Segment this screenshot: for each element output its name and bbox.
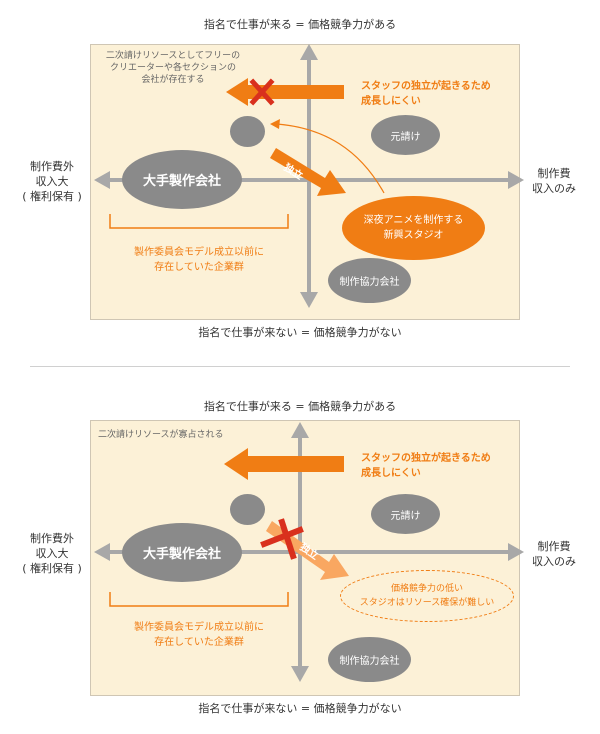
bottom-orange-arrow bbox=[224, 448, 344, 480]
bottom-small-circle bbox=[230, 494, 265, 525]
bottom-right-label: 制作費 収入のみ bbox=[532, 540, 576, 568]
top-cooperative: 制作協力会社 bbox=[328, 258, 411, 303]
bottom-orange-note: スタッフの独立が起きるため 成長しにくい bbox=[361, 453, 491, 479]
top-red-cross bbox=[249, 78, 275, 106]
top-axis-top-label: 指名で仕事が来る = 価格競争力がある bbox=[203, 18, 397, 31]
top-corner-note: 二次請けリソースとしてフリーの クリエーターや各セクションの 会社が存在する bbox=[105, 51, 241, 85]
top-small-circle bbox=[230, 116, 265, 147]
top-bracket bbox=[109, 214, 289, 229]
bottom-big-studio: 大手製作会社 bbox=[122, 523, 242, 582]
bottom-motouke: 元請け bbox=[371, 494, 440, 534]
bottom-axis-bottom-label: 指名で仕事が来ない = 価格競争力がない bbox=[198, 702, 402, 715]
bottom-weak-studio: 価格競争力の低い スタジオはリソース確保が難しい bbox=[340, 570, 514, 622]
top-independence-arrow bbox=[270, 148, 346, 196]
bottom-left-label: 制作費外 収入大 ( 権利保有 ) bbox=[22, 532, 82, 575]
top-new-studio: 深夜アニメを制作する 新興スタジオ bbox=[342, 196, 485, 260]
top-orange-note: スタッフの独立が起きるため 成長しにくい bbox=[361, 81, 491, 107]
top-axis-bottom-label: 指名で仕事が来ない = 価格競争力がない bbox=[198, 326, 402, 339]
top-right-label: 制作費 収入のみ bbox=[532, 167, 576, 195]
top-big-studio: 大手製作会社 bbox=[122, 150, 242, 209]
top-bracket-note: 製作委員会モデル成立以前に 存在していた企業群 bbox=[134, 247, 264, 273]
section-divider bbox=[30, 366, 570, 367]
bottom-bracket-note: 製作委員会モデル成立以前に 存在していた企業群 bbox=[134, 622, 264, 648]
bottom-red-cross bbox=[260, 518, 304, 560]
bottom-bracket bbox=[109, 592, 289, 607]
top-left-label: 制作費外 収入大 ( 権利保有 ) bbox=[22, 160, 82, 203]
top-motouke: 元請け bbox=[371, 115, 440, 155]
top-orange-arrow bbox=[226, 78, 344, 106]
bottom-axis-top-label: 指名で仕事が来る = 価格競争力がある bbox=[203, 400, 397, 413]
top-curved-arrow bbox=[270, 119, 385, 194]
bottom-corner-note: 二次請けリソースが寡占される bbox=[98, 430, 224, 440]
bottom-cooperative: 制作協力会社 bbox=[328, 637, 411, 682]
